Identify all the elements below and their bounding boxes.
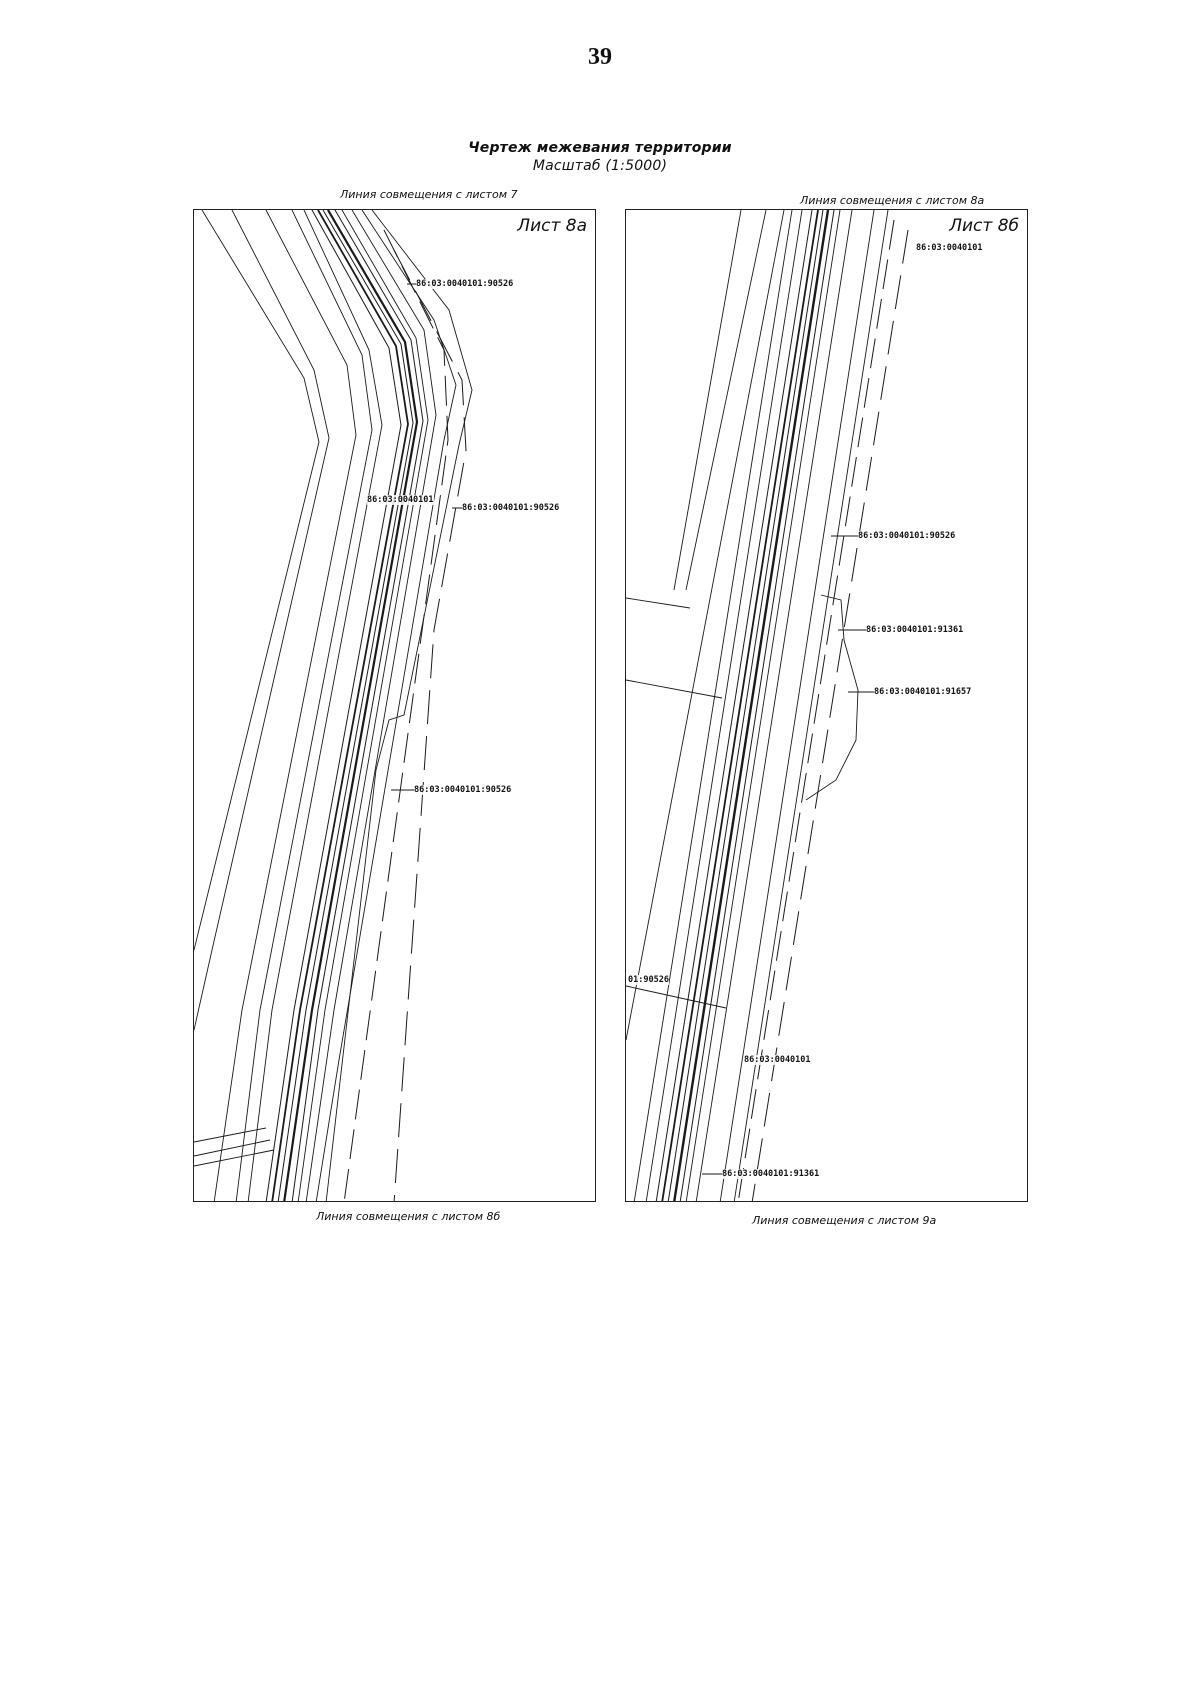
road-line xyxy=(655,210,813,1201)
boundary-line xyxy=(685,210,767,591)
parcel-label: 86:03:0040101:91361 xyxy=(722,1169,820,1179)
dashed-line xyxy=(343,229,449,1201)
boundary-line xyxy=(194,1139,271,1157)
boundary-line xyxy=(194,210,320,951)
road-line xyxy=(271,210,409,1201)
parcel-label: 86:03:0040101:90526 xyxy=(858,531,956,541)
boundary-line xyxy=(719,210,875,1201)
boundary-line xyxy=(235,210,373,1201)
parcel-label: 86:03:0040101:90526 xyxy=(414,785,512,795)
road-line xyxy=(667,210,824,1201)
boundary-line xyxy=(626,597,691,609)
road-line xyxy=(685,210,841,1201)
sheet-label: Лист 8б xyxy=(947,216,1021,236)
boundary-line xyxy=(194,210,330,1031)
boundary-line xyxy=(325,210,473,1201)
map-sheet-8a: Лист 8а 86:03:0040101:90526 86:03:004010… xyxy=(193,209,596,1202)
boundary-line xyxy=(626,679,723,699)
parcel-label: 86:03:0040101 xyxy=(367,495,434,505)
boundary-line xyxy=(213,210,357,1201)
sheet-a-top-caption: Линия совмещения с листом 7 xyxy=(340,188,518,201)
boundary-line xyxy=(194,1127,267,1143)
road-line xyxy=(661,210,819,1201)
drawing-scale: Масштаб (1:5000) xyxy=(532,158,668,174)
boundary-line xyxy=(673,210,742,591)
page-number: 39 xyxy=(588,44,612,70)
road-line xyxy=(679,210,835,1201)
sheet-8b-drawing xyxy=(626,210,909,1201)
dashed-line xyxy=(393,249,467,1201)
parcel-label: 86:03:0040101 xyxy=(744,1055,811,1065)
boundary-line xyxy=(733,210,889,1201)
road-line xyxy=(283,210,419,1201)
boundary-line xyxy=(315,210,457,1201)
boundary-line xyxy=(633,210,793,1201)
parcel-label: 86:03:0040101:91361 xyxy=(866,625,964,635)
boundary-line xyxy=(247,210,383,1201)
dashed-line xyxy=(751,229,909,1201)
boundary-line xyxy=(626,210,785,1041)
boundary-line xyxy=(626,985,727,1009)
road-line xyxy=(265,210,402,1201)
sheet-8a-drawing xyxy=(194,210,473,1201)
boundary-line xyxy=(645,210,803,1201)
parcel-label: 86:03:0040101:90526 xyxy=(416,279,514,289)
sheet-b-top-caption: Линия совмещения с листом 8а xyxy=(800,194,985,207)
boundary-line xyxy=(194,1149,275,1167)
parcel-label: 86:03:0040101:90526 xyxy=(462,503,560,513)
sheet-label: Лист 8а xyxy=(515,216,589,236)
dashed-line xyxy=(737,219,895,1201)
parcel-label: 86:03:0040101 xyxy=(916,243,983,253)
boundary-line xyxy=(695,210,853,1201)
road-line xyxy=(277,210,414,1201)
map-sheet-8b: Лист 8б 86:03:0040101 86:03:0040101:9052… xyxy=(625,209,1028,1202)
parcel-outline xyxy=(805,594,859,801)
sheet-b-bottom-caption: Линия совмещения с листом 9а xyxy=(752,1214,937,1227)
parcel-label: 01:90526 xyxy=(628,975,669,985)
sheet-a-bottom-caption: Линия совмещения с листом 8б xyxy=(316,1210,501,1223)
boundary-line xyxy=(305,210,437,1201)
road-line xyxy=(291,210,424,1201)
drawing-title: Чертеж межевания территории xyxy=(468,140,732,156)
parcel-label: 86:03:0040101:91657 xyxy=(874,687,972,697)
road-line xyxy=(673,210,830,1201)
road-line xyxy=(297,210,429,1201)
